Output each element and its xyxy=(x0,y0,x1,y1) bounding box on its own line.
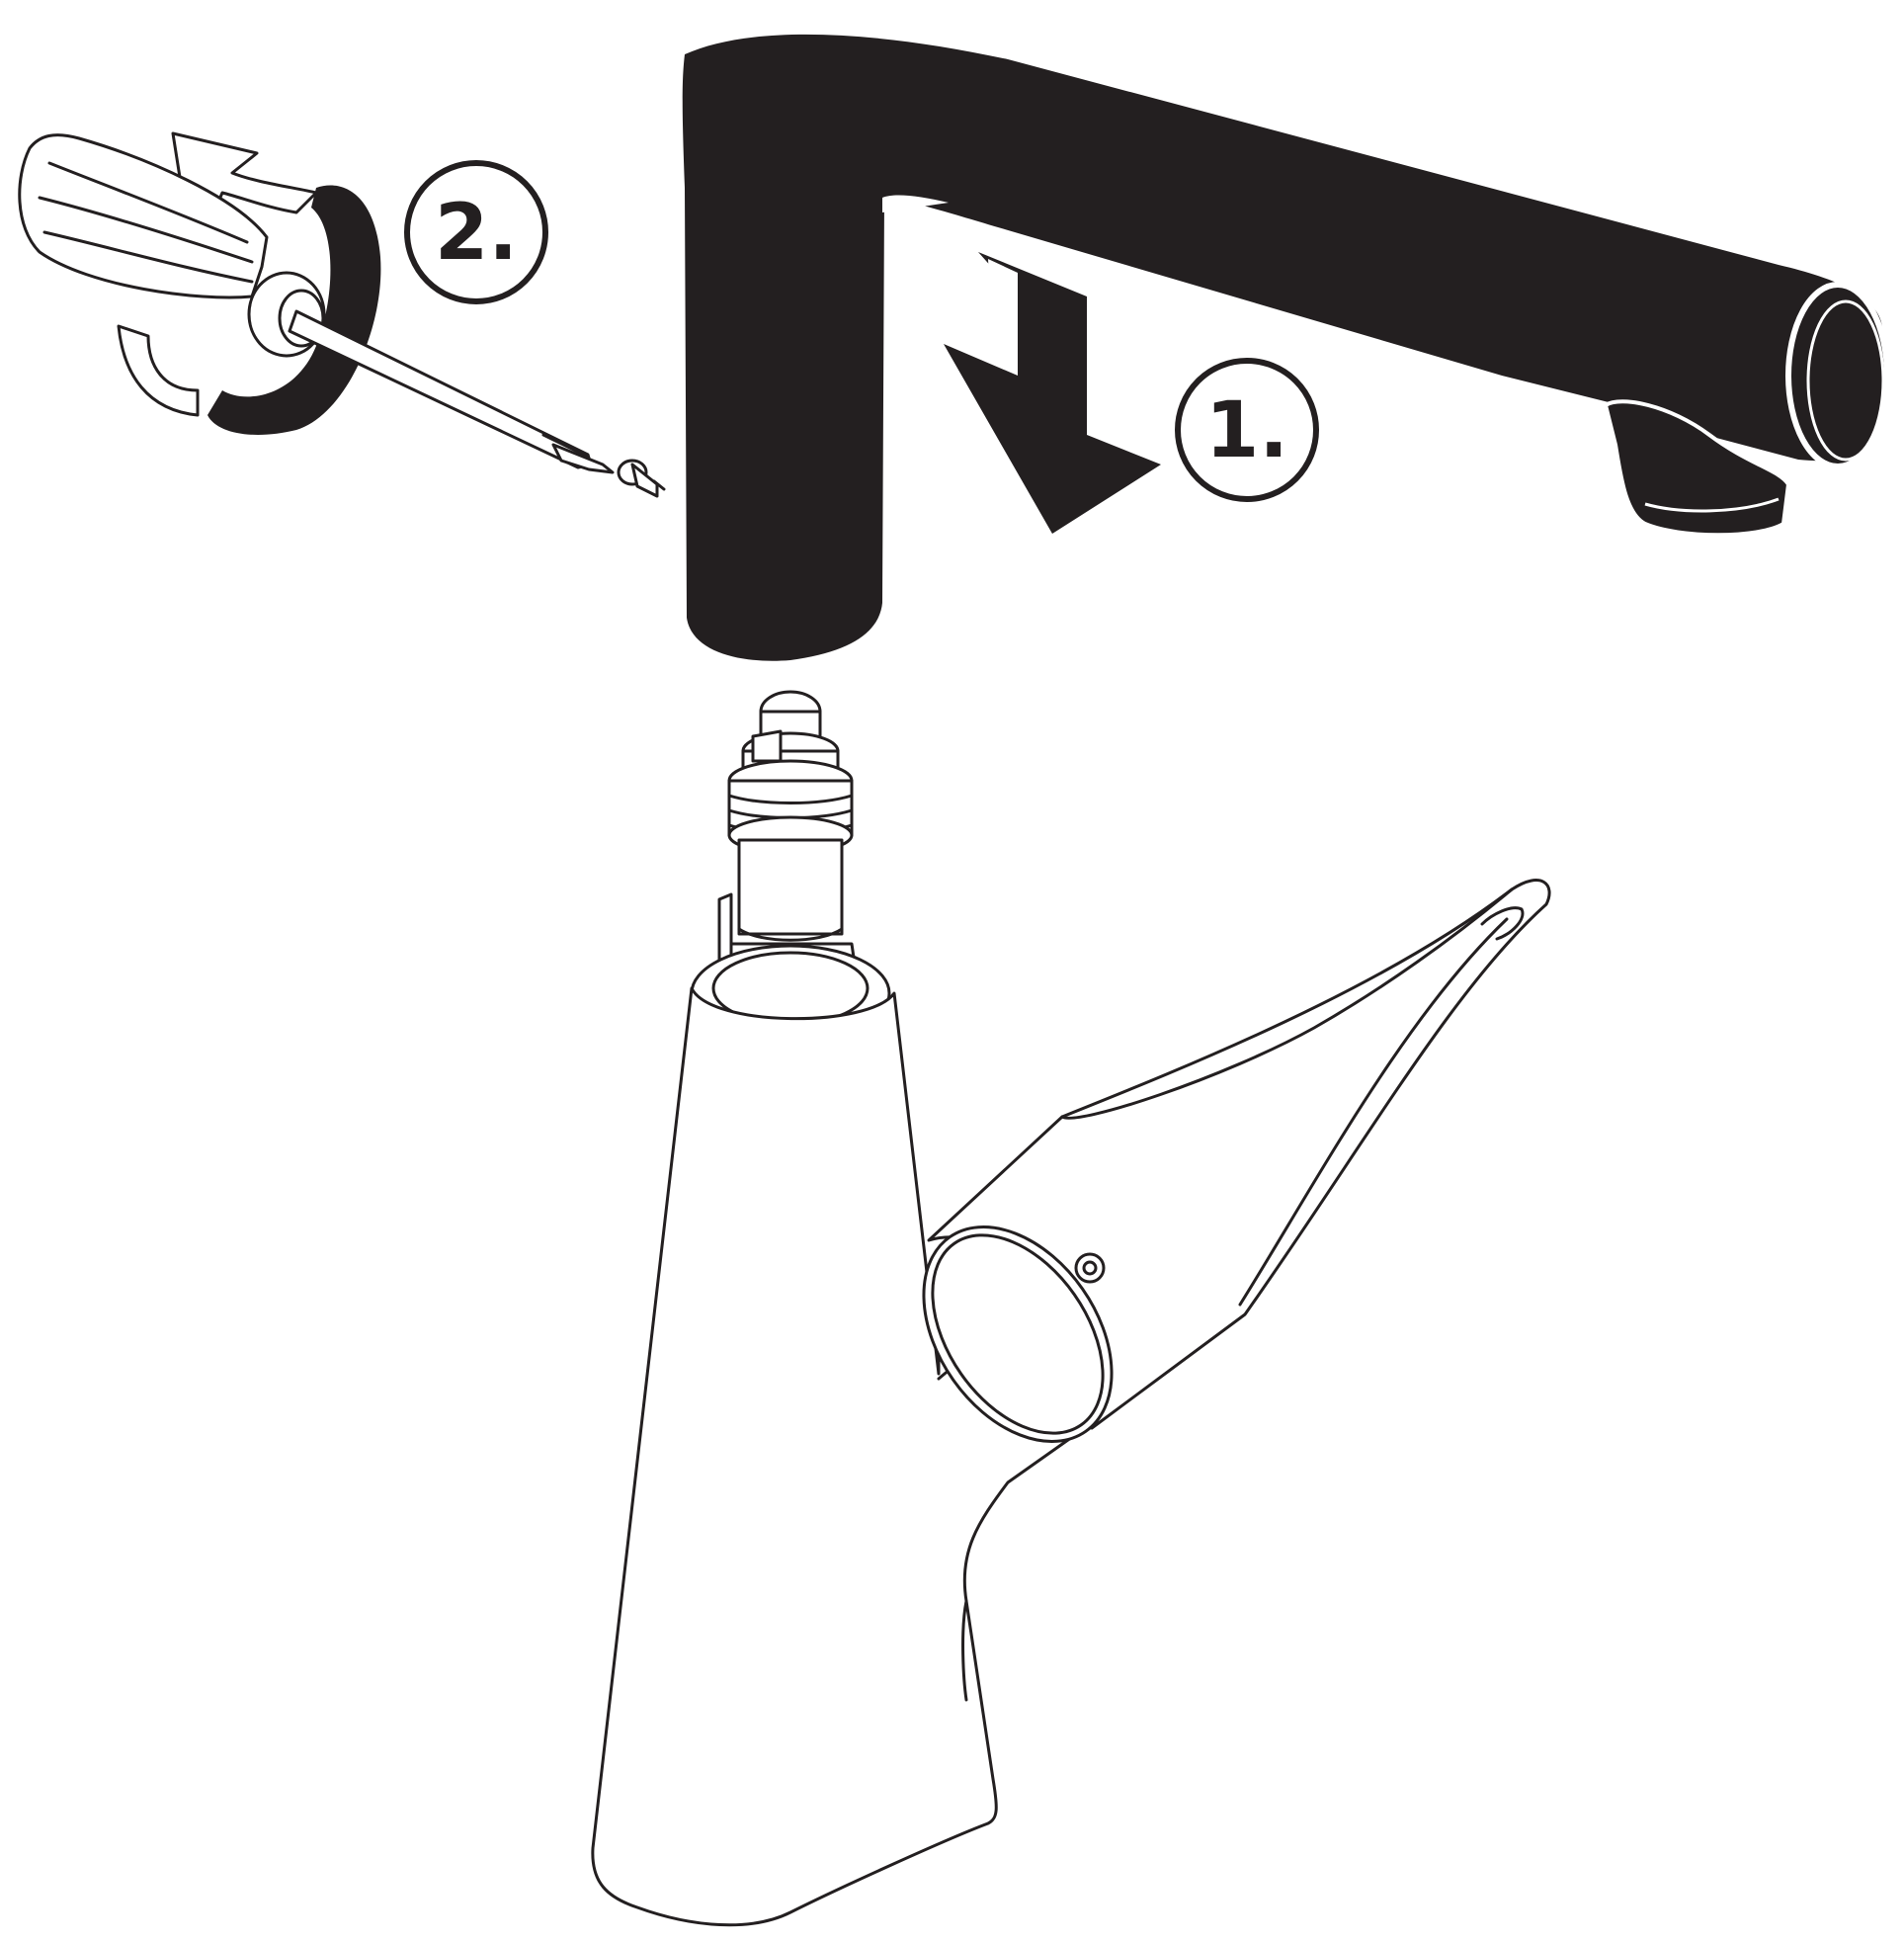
step-2-badge: 2. xyxy=(404,160,548,304)
step-1-badge: 1. xyxy=(1175,358,1319,502)
screwdriver xyxy=(18,133,615,474)
step-1-arrow xyxy=(944,252,1161,534)
faucet-body xyxy=(591,944,1094,1927)
step-1-label: 1. xyxy=(1205,386,1288,475)
step-2-label: 2. xyxy=(435,189,518,278)
lever-handle xyxy=(922,879,1551,1443)
grub-screw xyxy=(617,459,666,498)
spout xyxy=(682,34,1890,661)
aerator xyxy=(1603,399,1791,538)
